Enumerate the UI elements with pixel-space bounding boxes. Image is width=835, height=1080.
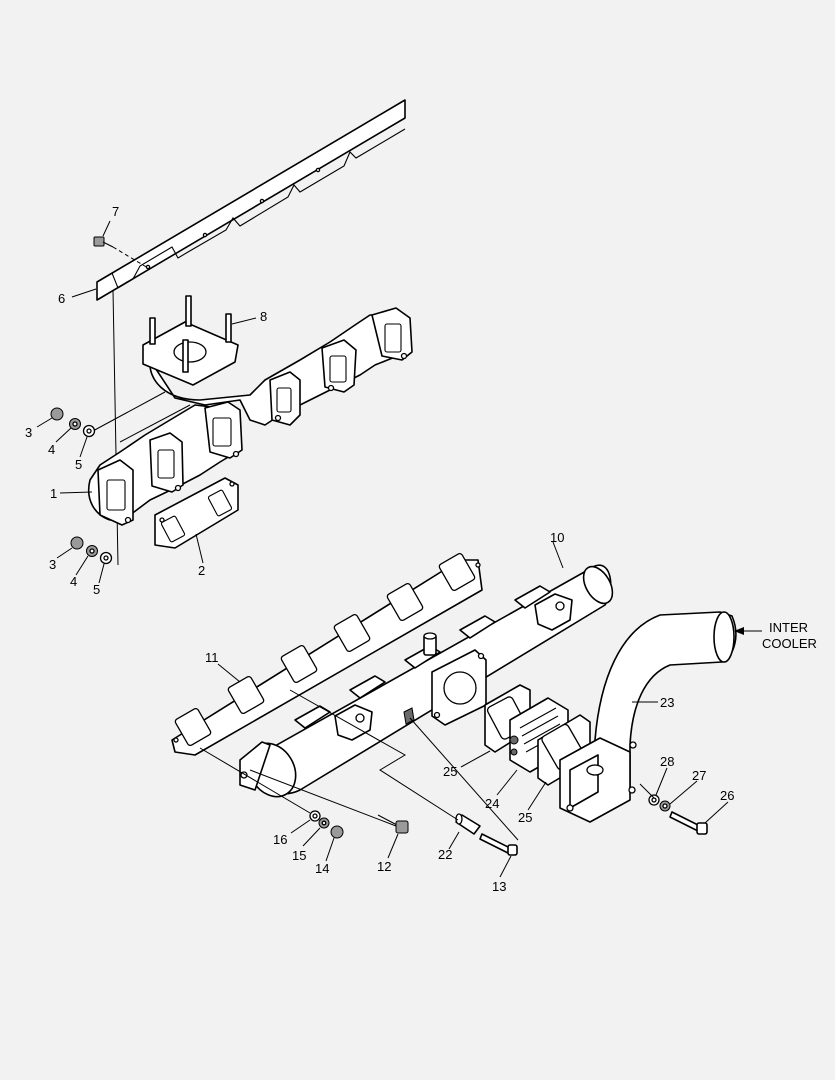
callout-27: 27 [692, 768, 706, 783]
callout-4-lower: 4 [70, 574, 77, 589]
callout-24: 24 [485, 796, 499, 811]
callout-25-right: 25 [518, 810, 532, 825]
callout-28: 28 [660, 754, 674, 769]
callout-11: 11 [205, 650, 219, 665]
intake-gasket-11 [171, 552, 483, 756]
callout-3-lower: 3 [49, 557, 56, 572]
bolt-12 [377, 814, 409, 834]
sleeve-22 [455, 813, 481, 835]
intercooler-tube-23 [559, 611, 737, 823]
callout-16: 16 [273, 832, 287, 847]
callout-12: 12 [377, 859, 391, 874]
washers-27-28 [648, 794, 671, 812]
nut-washer-set-lower [70, 536, 113, 565]
assembly-line [112, 289, 119, 566]
callout-22: 22 [438, 847, 452, 862]
manifold-gasket-2 [154, 477, 239, 549]
callout-26: 26 [720, 788, 734, 803]
callout-1: 1 [50, 486, 57, 501]
washer-nut-14-15-16 [309, 810, 344, 839]
callout-5-lower: 5 [93, 582, 100, 597]
intercooler-label-line1: INTER [769, 620, 808, 635]
heat-shield [96, 99, 406, 301]
front-exhaust-manifold [88, 401, 243, 526]
leader-lines [36, 220, 729, 878]
callout-6: 6 [58, 291, 65, 306]
callout-15: 15 [292, 848, 306, 863]
bolt-26 [669, 811, 708, 835]
callout-23: 23 [660, 695, 674, 710]
callout-7: 7 [112, 204, 119, 219]
bolt-13 [479, 833, 518, 856]
screw-7 [93, 236, 149, 269]
intercooler-arrow [734, 627, 762, 635]
callout-25-left: 25 [443, 764, 457, 779]
nut-washer-set-upper [50, 407, 96, 438]
callout-2: 2 [198, 563, 205, 578]
callout-3-upper: 3 [25, 425, 32, 440]
callout-13: 13 [492, 879, 506, 894]
callout-10: 10 [550, 530, 564, 545]
callout-4-upper: 4 [48, 442, 55, 457]
callout-5-upper: 5 [75, 457, 82, 472]
intercooler-label-line2: COOLER [762, 636, 817, 651]
callout-14: 14 [315, 861, 329, 876]
callout-8: 8 [260, 309, 267, 324]
rear-exhaust-manifold [142, 295, 413, 426]
